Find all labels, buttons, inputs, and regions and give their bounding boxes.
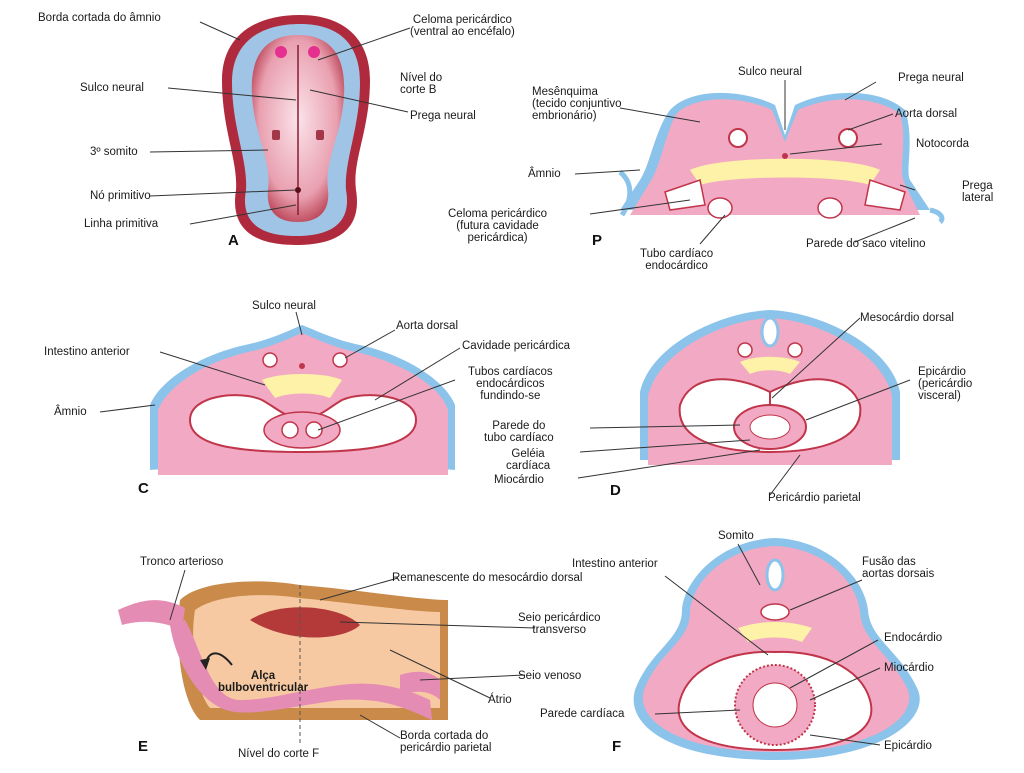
label-b-amnio: Âmnio: [528, 168, 561, 180]
foregut: [262, 374, 342, 398]
label-f-epicardio: Epicárdio: [884, 740, 932, 752]
label-e-seio-ven: Seio venoso: [518, 670, 582, 682]
label-a-sulco: Sulco neural: [80, 82, 144, 94]
label-f-somito: Somito: [718, 530, 754, 542]
label-a-nivel: Nível do corte B: [400, 72, 443, 96]
label-a-borda: Borda cortada do âmnio: [38, 12, 161, 24]
f-neural-tube: [765, 558, 785, 592]
label-b-prega-lat: Prega lateral: [962, 180, 994, 204]
label-b-parede: Parede do saco vitelino: [806, 238, 926, 250]
panel-b-leaders: [574, 80, 916, 245]
panel-label-f: F: [612, 738, 622, 755]
label-b-aorta: Aorta dorsal: [895, 108, 958, 120]
label-e-nivel: Nível do corte F: [238, 748, 320, 760]
label-c-aorta: Aorta dorsal: [396, 320, 459, 332]
panel-label-p: P: [592, 232, 603, 249]
panel-a-embryo: [222, 15, 370, 245]
label-cd-parede: Parede do tubo cardíaco: [484, 420, 554, 444]
neural-tube: [760, 316, 780, 348]
label-b-notocorda: Notocorda: [916, 138, 970, 150]
label-f-endocardio: Endocárdio: [884, 632, 943, 644]
label-d-pericardio: Pericárdio parietal: [768, 492, 861, 504]
label-b-mesenquima: Mesênquima (tecido conjuntivo embrionári…: [532, 86, 622, 122]
d-aorta-left: [737, 342, 753, 358]
label-e-atrio: Átrio: [488, 694, 512, 706]
label-d-mesocardio: Mesocárdio dorsal: [860, 312, 954, 324]
dorsal-aorta-right: [838, 128, 858, 148]
c-notochord: [299, 363, 305, 369]
label-b-celoma: Celoma pericárdico (futura cavidade peri…: [448, 208, 548, 244]
panel-c-leaders: [99, 311, 461, 431]
panel-label-c: C: [138, 480, 149, 497]
pericardial-coelom-right: [864, 179, 906, 211]
amnion-left: [618, 170, 633, 217]
bulboventricular-loop: [170, 620, 432, 720]
label-e-seio-trans: Seio pericárdico transverso: [518, 612, 601, 636]
label-cd-miocardio: Miocárdio: [494, 474, 544, 486]
label-f-parede: Parede cardíaca: [540, 708, 625, 720]
endocardial-tube-left: [281, 421, 299, 439]
transverse-sinus: [250, 607, 360, 638]
heart-lumen: [749, 414, 791, 440]
primitive-node: [295, 187, 301, 193]
label-c-amnio: Âmnio: [54, 406, 87, 418]
label-c-tubos: Tubos cardíacos endocárdicos fundindo-se: [468, 366, 553, 402]
cardiac-tube-left: [707, 197, 733, 219]
d-aorta-right: [787, 342, 803, 358]
label-e-remanescente: Remanescente do mesocárdio dorsal: [392, 572, 583, 584]
somite-left: [272, 130, 280, 140]
f-lumen: [752, 682, 798, 728]
label-d-epicardio: Epicárdio (pericárdio visceral): [918, 366, 973, 402]
label-cd-geleia: Geléia cardíaca: [506, 448, 551, 472]
endoderm-yellow: [690, 158, 880, 185]
loop-arrowhead: [200, 658, 210, 670]
label-c-cavidade: Cavidade pericárdica: [462, 340, 571, 352]
c-aorta-right: [332, 352, 348, 368]
label-a-somito: 3º somito: [90, 146, 138, 158]
label-e-alca: Alça bulboventricular: [218, 670, 309, 694]
label-b-prega: Prega neural: [898, 72, 964, 84]
panel-label-e: E: [138, 738, 149, 755]
pericardial-coelom-left: [275, 46, 287, 58]
endocardial-tube-right: [305, 421, 323, 439]
panel-c-section: [150, 325, 455, 475]
label-a-linha: Linha primitiva: [84, 218, 159, 230]
panel-d-leaders: [577, 317, 911, 496]
panel-f-leaders: [654, 543, 881, 746]
yolk-wall: [929, 207, 945, 224]
label-a-celoma: Celoma pericárdico (ventral ao encéfalo): [410, 14, 515, 38]
sinus-venosus: [400, 671, 440, 700]
label-c-intestino: Intestino anterior: [44, 346, 130, 358]
notochord: [782, 153, 788, 159]
cardiac-tube-right: [817, 197, 843, 219]
label-a-no: Nó primitivo: [90, 190, 151, 202]
label-b-sulco: Sulco neural: [738, 66, 802, 78]
label-f-miocardio: Miocárdio: [884, 662, 934, 674]
panel-a-leaders: [149, 21, 411, 225]
panel-b-section: [618, 92, 945, 224]
label-f-intestino: Intestino anterior: [572, 558, 658, 570]
pericardial-coelom-right: [308, 46, 320, 58]
panel-e-heart: [118, 581, 448, 745]
f-foregut: [738, 622, 812, 642]
somite-right: [316, 130, 324, 140]
truncus-arteriosus: [118, 600, 185, 630]
label-e-borda: Borda cortada do pericárdio parietal: [400, 730, 492, 754]
d-foregut: [740, 356, 800, 374]
label-c-sulco: Sulco neural: [252, 300, 316, 312]
label-b-tubo: Tubo cardíaco endocárdico: [640, 248, 714, 272]
panel-label-a: A: [228, 232, 239, 249]
c-aorta-left: [262, 352, 278, 368]
label-e-tronco: Tronco arterioso: [140, 556, 224, 568]
fused-aorta: [760, 603, 790, 621]
dorsal-aorta-left: [728, 128, 748, 148]
label-a-prega: Prega neural: [410, 110, 476, 122]
panel-label-d: D: [610, 482, 621, 499]
panel-e-leaders: [169, 569, 536, 739]
label-f-fusao: Fusão das aortas dorsais: [862, 556, 935, 580]
fusing-tubes: [263, 411, 341, 449]
panel-d-section: [640, 310, 900, 465]
